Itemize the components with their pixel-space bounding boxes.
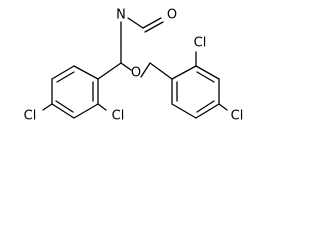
ring1-double-3 bbox=[56, 71, 75, 83]
bond-ch-o bbox=[120, 62, 132, 71]
bond-ring1-cl-para bbox=[42, 103, 53, 111]
ring2-double-2 bbox=[196, 100, 215, 113]
bond-ch2-ring2 bbox=[149, 62, 173, 80]
atom-label-amide-nitrogen: N bbox=[116, 8, 126, 23]
atom-label-chlorine-ring2-para: Cl bbox=[231, 109, 244, 124]
ring1-bond-2 bbox=[73, 103, 99, 119]
atom-label-chlorine-ring1-ortho: Cl bbox=[112, 109, 125, 124]
bond-o-ch2 bbox=[140, 62, 151, 78]
bond-layer bbox=[42, 17, 228, 119]
bond-ring2-cl-para bbox=[218, 103, 228, 111]
atom-label-ether-oxygen: O bbox=[131, 66, 141, 81]
ring2-bond-1 bbox=[171, 65, 197, 80]
atom-label-carbonyl-oxygen: O bbox=[167, 8, 177, 23]
bond-ring1-cl-ortho bbox=[97, 103, 107, 111]
bond-n-cho bbox=[127, 17, 144, 29]
bond-c-o-double-a bbox=[142, 17, 162, 29]
ring1-bond-3 bbox=[51, 103, 75, 119]
ring2-double-1 bbox=[196, 71, 215, 83]
atom-label-chlorine-ring2-ortho: Cl bbox=[194, 36, 207, 51]
ring1-bond-6 bbox=[73, 65, 99, 80]
atom-label-layer: N O O Cl Cl Cl Cl bbox=[24, 8, 244, 124]
ring1-bond-5 bbox=[51, 65, 75, 80]
bond-ch-ring1 bbox=[97, 62, 122, 80]
ring2-bond-5 bbox=[171, 103, 197, 119]
ring1-double-2 bbox=[55, 100, 74, 113]
chemical-structure-diagram: N O O Cl Cl Cl Cl bbox=[24, 8, 244, 124]
ring2-bond-2 bbox=[195, 65, 220, 80]
atom-label-chlorine-ring1-para: Cl bbox=[24, 109, 37, 124]
bond-c-o-double-b bbox=[144, 21, 164, 33]
ring2-bond-4 bbox=[195, 103, 220, 119]
